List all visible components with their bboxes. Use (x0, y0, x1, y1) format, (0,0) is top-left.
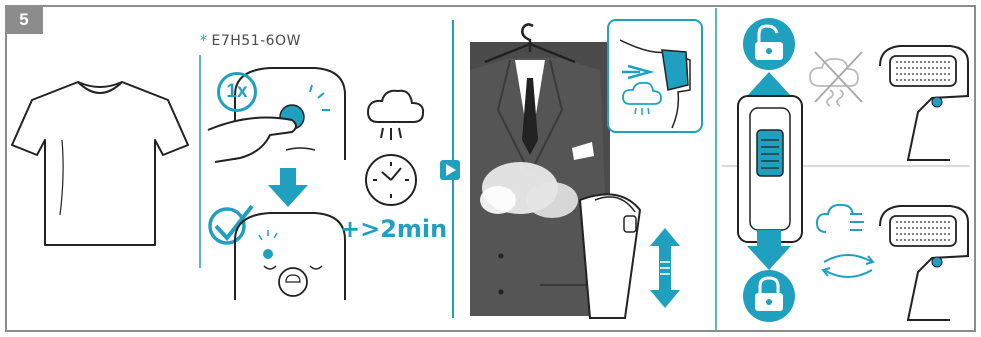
tshirt-icon (12, 82, 188, 245)
steam-cloud-icon (368, 91, 423, 140)
rotate-icon (823, 255, 873, 277)
steamer-head-top (880, 46, 968, 160)
arrow-down-icon (268, 168, 308, 207)
up-down-arrow-icon (650, 228, 680, 308)
clock-icon (366, 155, 416, 205)
lock-slider (738, 96, 802, 242)
play-arrow-icon (440, 160, 460, 180)
device-steam-on-illustration (235, 213, 345, 300)
press-count-badge: 1x (217, 72, 257, 112)
crossed-out-steam-icon (810, 52, 862, 106)
lock-icon (743, 270, 795, 322)
unlock-icon (743, 18, 795, 70)
checkmark-icon (210, 206, 252, 243)
steamer-head-bottom (880, 206, 968, 320)
steamer-head (580, 194, 640, 318)
inset-button-press (608, 20, 702, 132)
steam-on-icon (817, 205, 864, 232)
duration-label: +>2min (340, 215, 447, 243)
